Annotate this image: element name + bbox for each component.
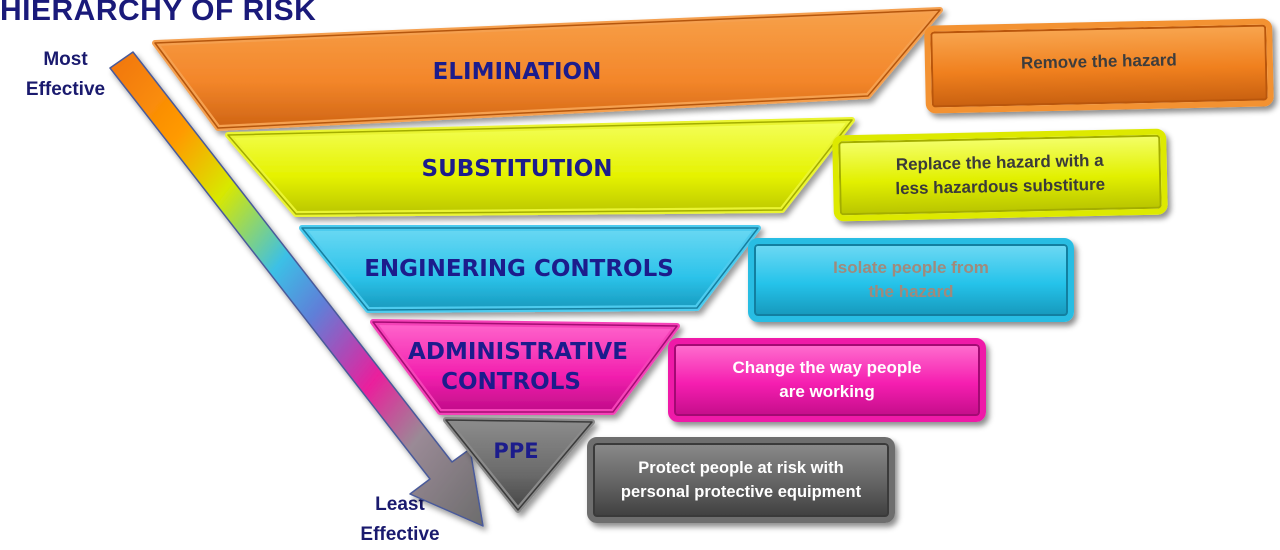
most-effective-line1: Most [43,49,88,70]
tier-label-engineering-controls: ENGINERING CONTROLS [364,256,674,282]
tier-ppe [443,417,595,513]
description-ppe-line2: personal protective equipment [620,483,862,501]
least-effective-line2: Effective [360,524,440,545]
description-elimination-line1: Remove the hazard [1020,50,1178,73]
tier-label-ppe: PPE [493,439,539,463]
description-administrative-line1: Change the way people [732,358,922,377]
tier-label-administrative-line1: ADMINISTRATIVE [408,339,628,365]
least-effective-label: Least Effective [340,490,460,550]
description-box-ppe: Protect people at risk with personal pro… [587,437,895,523]
description-engineering-line1: Isolate people from [833,258,989,277]
tier-administrative-controls [370,319,680,415]
description-administrative-line2: are working [779,382,875,401]
page-title: HIERARCHY OF RISK [0,0,317,27]
description-box-administrative-controls: Change the way people are working [668,338,986,422]
tier-engineering-controls [299,225,761,313]
tier-substitution [225,117,855,217]
description-engineering-line2: the hazard [868,282,954,301]
description-box-engineering-controls: Isolate people from the hazard [748,238,1074,322]
most-effective-line2: Effective [25,79,106,100]
description-box-elimination: Remove the hazard [924,18,1274,114]
least-effective-line1: Least [375,494,425,515]
description-box-substitution: Replace the hazard with a less hazardous… [832,128,1168,222]
tier-label-substitution: SUBSTITUTION [421,156,613,182]
description-ppe-line1: Protect people at risk with [638,459,844,477]
tier-label-administrative-line2: CONTROLS [441,369,581,395]
description-substitution-line2: less hazardous substiture [895,174,1106,199]
tier-elimination [152,7,943,131]
effectiveness-arrow [109,51,484,527]
most-effective-label: Most Effective [8,45,123,105]
tier-label-elimination: ELIMINATION [432,59,602,85]
